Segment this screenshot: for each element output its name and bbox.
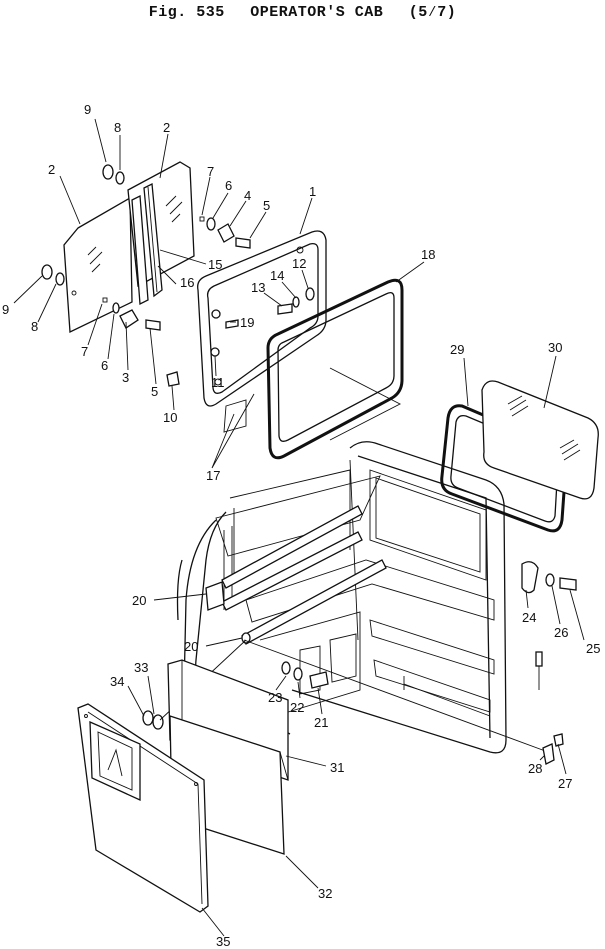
callout-5-left: 5 [151,384,158,399]
sheet-outline [329,367,401,441]
callout-12: 12 [292,256,306,271]
callout-7-top: 7 [207,164,214,179]
hardware-body-right [521,561,577,765]
callout-21: 21 [314,715,328,730]
figure-name: OPERATOR'S CAB [250,4,384,21]
callout-22: 22 [290,700,304,715]
callout-4: 4 [244,188,251,203]
callout-13: 13 [251,280,265,295]
callout-14: 14 [270,268,284,283]
glass-channel [131,182,163,306]
callout-32: 32 [318,886,332,901]
callout-29: 29 [450,342,464,357]
callout-27: 27 [558,776,572,791]
hardware-left [41,164,180,387]
callout-16: 16 [180,275,194,290]
callout-33: 33 [134,660,148,675]
callout-20-lower: 20 [184,639,198,654]
sheet-number: (5⁄7) [408,4,457,21]
side-window-glass [481,380,599,500]
callout-17: 17 [206,468,220,483]
weatherstrip-seal [266,278,404,460]
callout-8-top: 8 [114,120,121,135]
callout-9-left: 9 [2,302,9,317]
callout-35: 35 [216,934,230,949]
callout-2-right-pane: 2 [163,120,170,135]
callout-23: 23 [268,690,282,705]
callout-24: 24 [522,610,536,625]
glass-pane-left [63,196,133,334]
callout-30: 30 [548,340,562,355]
callout-20-upper: 20 [132,593,146,608]
figure-number: Fig. 535 [148,4,225,21]
callout-5-top: 5 [263,198,270,213]
callout-10: 10 [163,410,177,425]
window-frame [197,230,327,407]
callout-6-top: 6 [225,178,232,193]
support-rods [205,505,387,645]
callout-31: 31 [330,760,344,775]
cab-body [176,441,507,754]
leader-lines [13,118,585,937]
callout-8-left: 8 [31,319,38,334]
callout-28: 28 [528,761,542,776]
leader-rod-28 [243,639,549,753]
callout-26: 26 [554,625,568,640]
callout-19: 19 [240,315,254,330]
cover-panel-35 [77,703,209,913]
callout-2-left-pane: 2 [48,162,55,177]
callout-9-top: 9 [84,102,91,117]
callout-25: 25 [586,641,600,656]
callout-labels: 9 8 2 2 7 6 4 5 1 18 12 14 13 15 16 19 9… [2,102,600,949]
callout-18: 18 [421,247,435,262]
callout-7-left: 7 [81,344,88,359]
callout-1: 1 [309,184,316,199]
callout-6-left: 6 [101,358,108,373]
figure-title: Fig. 535 OPERATOR'S CAB (5⁄7) [0,4,605,21]
hardware-top-right [199,216,251,249]
callout-3: 3 [122,370,129,385]
side-window-seal [440,404,568,533]
callout-11: 11 [211,375,225,390]
callout-34: 34 [110,674,124,689]
sheet-17 [223,399,247,433]
callout-15: 15 [208,257,222,272]
